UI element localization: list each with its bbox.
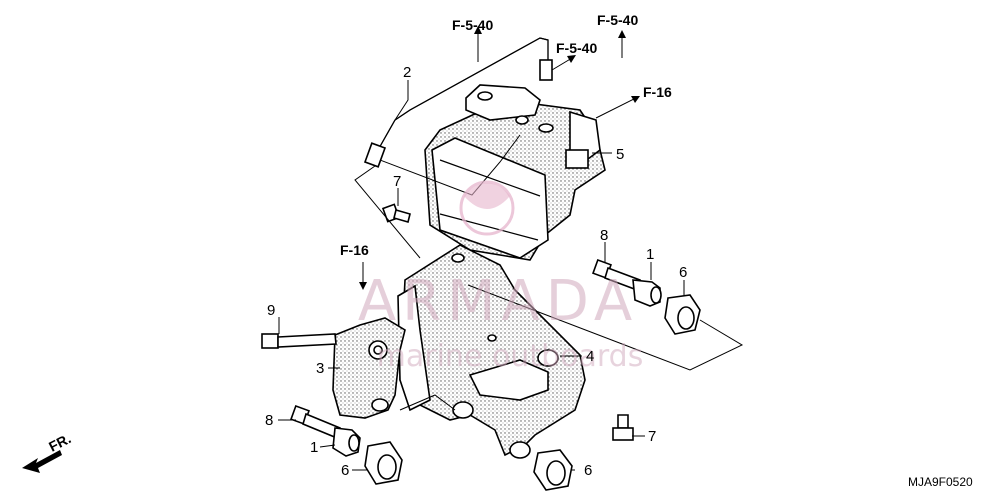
front-direction-arrow: FR. [22,430,73,473]
reference-arrows [359,26,640,290]
ref-f-16-left: F-16 [340,242,369,258]
callout-1-lower: 1 [310,439,318,456]
abs-modulator [424,84,606,261]
collar-1-right [632,279,662,307]
diagram-code: MJA9F0520 [908,475,973,489]
callout-7-lower: 7 [648,428,656,445]
grommet-6-lower [364,441,403,485]
front-direction-label: FR. [46,430,73,454]
watermark-tagline: marine outboards [377,339,644,374]
watermark-brand: ARMADA [358,269,638,334]
grommet-6-right [664,294,701,335]
ref-f-5-40-top: F-5-40 [452,17,493,33]
callout-8-lower: 8 [265,412,273,429]
ref-f-16-right: F-16 [643,84,672,100]
leader-lines [278,80,744,471]
ref-f-5-40-right: F-5-40 [597,12,638,28]
bolt-9 [261,333,337,349]
watermark: ARMADA marine outboards [358,180,644,374]
callout-2: 2 [403,64,411,81]
callout-9: 9 [267,302,275,319]
brake-pipe [363,37,553,168]
callout-4: 4 [586,348,594,365]
bolt-8-lower [290,405,341,440]
bolt-7-upper [381,203,411,223]
callout-5: 5 [616,146,624,163]
collar-1-lower [332,427,361,457]
callout-3: 3 [316,360,324,377]
callout-8-right: 8 [600,227,608,244]
callout-1-right: 1 [646,246,654,263]
callout-6-lower: 6 [341,462,349,479]
ref-f-5-40-mid: F-5-40 [556,40,597,56]
callout-7-upper: 7 [393,173,401,190]
modulator-bracket [397,244,586,459]
callout-6-right: 6 [679,264,687,281]
callout-6-bracket: 6 [584,462,592,479]
sensor-holder [332,317,406,419]
grommet-6-bracket [533,449,573,491]
bolt-7-lower [612,414,634,441]
